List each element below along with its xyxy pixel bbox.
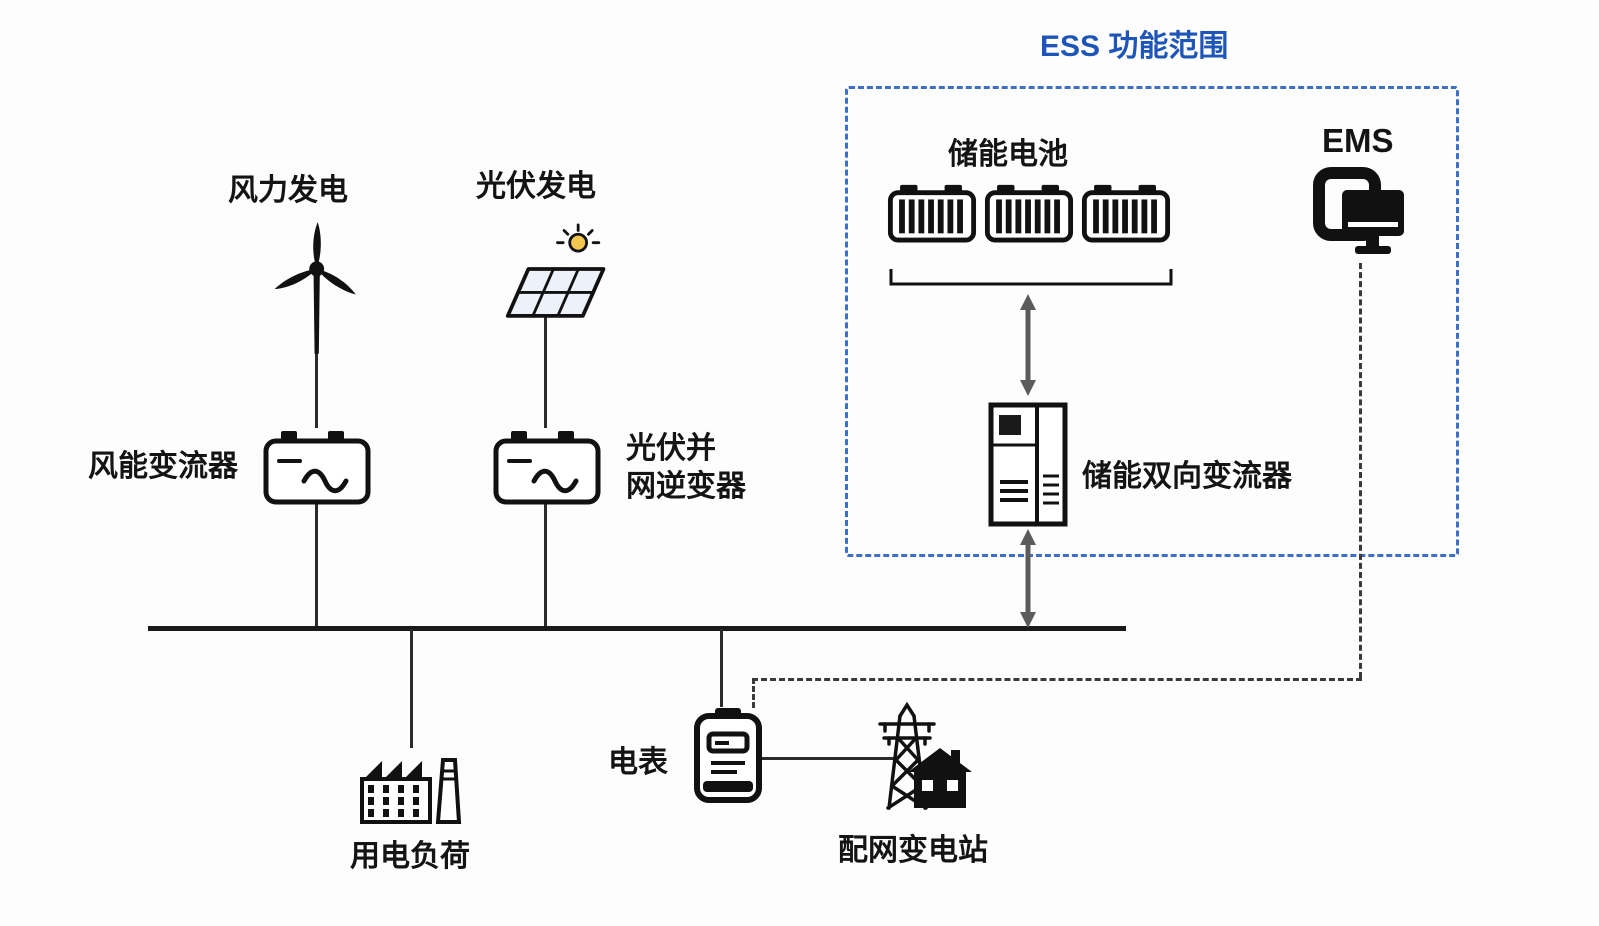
pv-inverter-icon [493, 431, 601, 505]
wind-label: 风力发电 [228, 174, 348, 207]
ems-label: EMS [1322, 122, 1394, 159]
connector-wind-to-converter [315, 350, 318, 428]
connector-bus-to-load [410, 629, 413, 748]
ems-comm-line-vertical [1359, 263, 1362, 678]
batteries-bracket [889, 269, 1173, 286]
solar-panel-icon [505, 223, 606, 318]
house-icon [908, 748, 972, 808]
substation-icon [878, 701, 972, 810]
connector-bus-to-meter [720, 629, 723, 707]
ess-scope-title: ESS 功能范围 [1040, 30, 1229, 63]
battery-icon [984, 184, 1074, 243]
pv-inverter-label-line2: 网逆变器 [626, 470, 746, 503]
ems-comm-line-horizontal [752, 678, 1362, 681]
sun-icon [556, 223, 601, 253]
ems-comm-line-drop-to-meter [752, 678, 755, 708]
factory-icon [360, 758, 462, 824]
wind-converter-icon [263, 431, 371, 505]
wind-turbine-icon [274, 222, 356, 354]
storage-converter-label: 储能双向变流器 [1082, 460, 1292, 493]
storage-converter-icon [988, 402, 1068, 527]
pv-inverter-label: 光伏并 网逆变器 [626, 430, 746, 506]
load-label: 用电负荷 [350, 840, 470, 873]
meter-label: 电表 [608, 746, 668, 779]
connector-pv-inverter-to-bus [544, 504, 547, 628]
pv-inverter-label-line1: 光伏并 [626, 432, 716, 465]
double-arrow-icon [1020, 529, 1036, 628]
substation-label: 配网变电站 [838, 834, 988, 867]
electric-meter-icon [694, 708, 762, 803]
ems-monitor-icon [1313, 167, 1404, 254]
bus-line [148, 626, 1126, 631]
battery-icon [887, 184, 977, 243]
ess-scope-box [845, 86, 1459, 557]
pv-label: 光伏发电 [476, 170, 596, 203]
connector-pv-to-inverter [544, 314, 547, 428]
battery-icon [1081, 184, 1171, 243]
battery-label: 储能电池 [948, 138, 1068, 171]
connector-wind-converter-to-bus [315, 504, 318, 628]
double-arrow-icon [1020, 294, 1036, 396]
connector-meter-to-substation [757, 757, 895, 760]
wind-converter-label: 风能变流器 [88, 450, 238, 483]
